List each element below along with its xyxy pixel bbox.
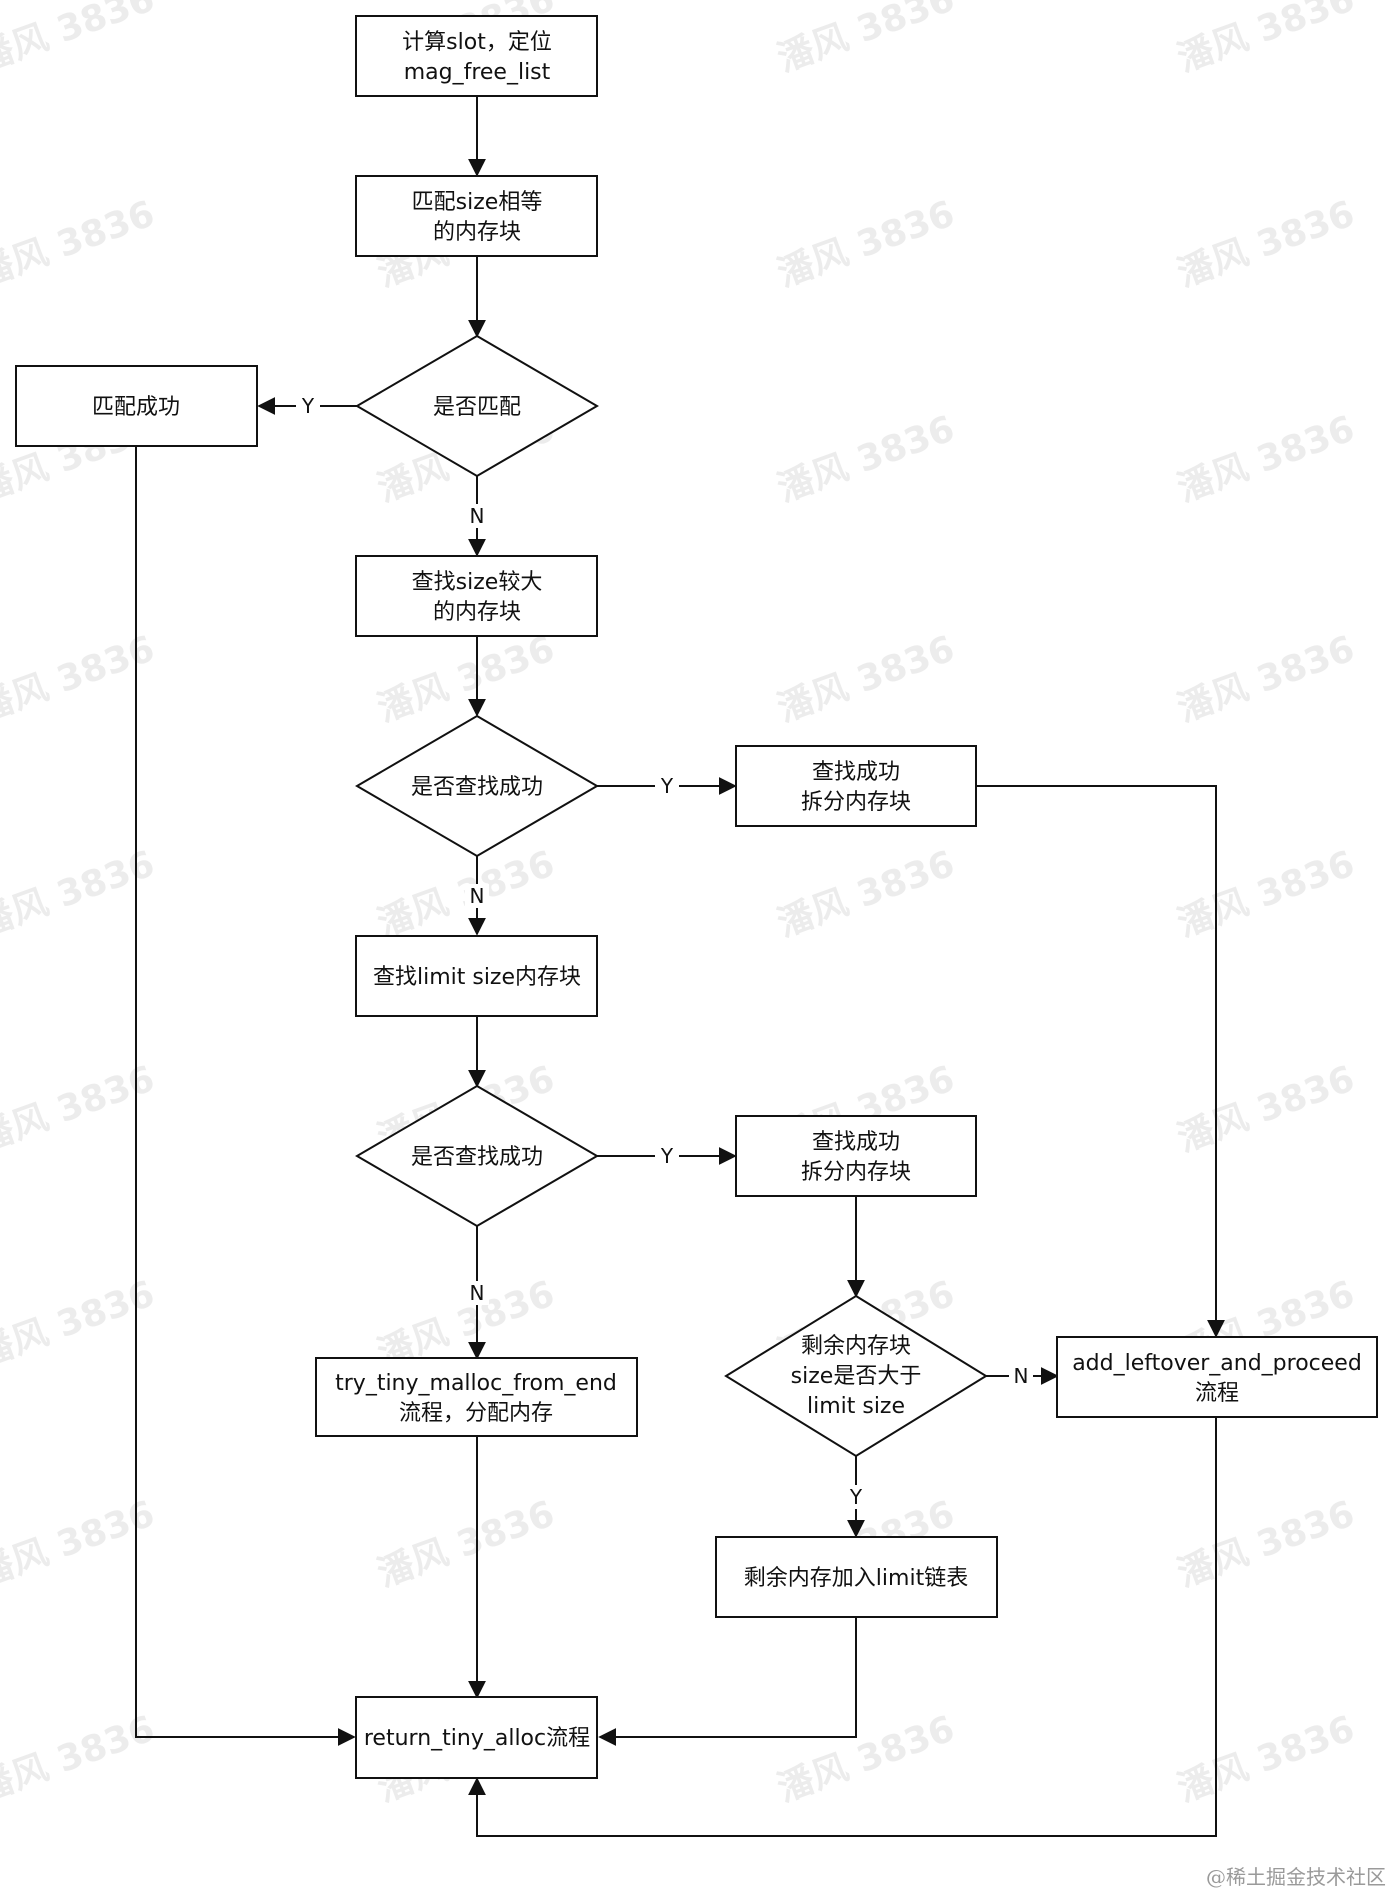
- node-split-2: [735, 1115, 977, 1197]
- node-find-limit: [355, 935, 598, 1017]
- label-find-limit-ok: 是否查找成功: [411, 1145, 543, 1170]
- node-find-limit-ok: [355, 1084, 599, 1228]
- label-add-leftover-l1: add_leftover_and_proceed: [1072, 1351, 1362, 1376]
- footer-credit: @稀土掘金技术社区: [1206, 1865, 1386, 1889]
- label-split-2-l2: 拆分内存块: [801, 1160, 911, 1185]
- label-find-larger-l1: 查找size较大: [412, 570, 543, 595]
- label-try-from-end-l2: 流程，分配内存: [399, 1401, 553, 1426]
- watermark-text: 潘风 3836: [772, 843, 960, 945]
- watermark-layer: 潘风 3836 潘风 3836 潘风 3836 潘风 3836 潘风 3836 潘风 38…: [0, 0, 1360, 1810]
- label-find-larger-no: N: [470, 884, 485, 908]
- watermark-text: 潘风 3836: [772, 0, 960, 80]
- label-split-2-l1: 查找成功: [812, 1130, 900, 1155]
- label-remaining-l1: 剩余内存块: [801, 1334, 911, 1359]
- node-is-match: [355, 334, 599, 478]
- watermark-text: 潘风 3836: [1172, 193, 1360, 295]
- watermark-text: 潘风 3836: [372, 628, 560, 730]
- label-find-larger-ok: 是否查找成功: [411, 775, 543, 800]
- node-find-larger: [355, 555, 598, 637]
- label-calc-slot-l1: 计算slot，定位: [402, 30, 552, 55]
- label-find-limit-no: N: [470, 1281, 485, 1305]
- node-return-tiny: [355, 1696, 598, 1779]
- watermark-text: 潘风 3836: [772, 628, 960, 730]
- watermark-text: 潘风 3836: [1172, 843, 1360, 945]
- node-match-success: [15, 365, 258, 447]
- edge-add-limit-to-return: [598, 1616, 857, 1746]
- label-remaining-l3: limit size: [807, 1394, 905, 1419]
- label-find-larger-yes: Y: [660, 774, 674, 798]
- label-remaining-yes: Y: [849, 1485, 863, 1509]
- edge-split1-to-add-leftover: [975, 785, 1225, 1338]
- node-find-larger-ok: [355, 714, 599, 858]
- label-is-match: 是否匹配: [433, 395, 521, 420]
- label-remaining-l2: size是否大于: [791, 1364, 922, 1389]
- watermark-text: 潘风 3836: [1172, 1058, 1360, 1160]
- watermark-text: 潘风 3836: [1172, 0, 1360, 80]
- node-calc-slot: [355, 15, 598, 97]
- label-remaining-no: N: [1014, 1364, 1029, 1388]
- label-try-from-end-l1: try_tiny_malloc_from_end: [335, 1371, 617, 1396]
- label-match-equal-l1: 匹配size相等: [412, 190, 543, 215]
- label-return-tiny: return_tiny_alloc流程: [364, 1726, 590, 1751]
- watermark-text: 潘风 3836: [772, 1708, 960, 1810]
- label-add-leftover-l2: 流程: [1195, 1381, 1239, 1406]
- label-match-success: 匹配成功: [92, 395, 180, 420]
- watermark-text: 潘风 3836: [772, 408, 960, 510]
- watermark-text: 潘风 3836: [1172, 628, 1360, 730]
- label-match-equal-l2: 的内存块: [433, 220, 521, 245]
- watermark-text: 潘风 3836: [1172, 1493, 1360, 1595]
- label-add-to-limit: 剩余内存加入limit链表: [744, 1566, 968, 1591]
- watermark-text: 潘风 3836: [772, 193, 960, 295]
- node-add-to-limit: [715, 1536, 998, 1618]
- edge-add-leftover-to-return: [468, 1416, 1217, 1837]
- watermark-text: 潘风 3836: [1172, 1708, 1360, 1810]
- node-split-1: [735, 745, 977, 827]
- label-is-match-yes: Y: [301, 394, 315, 418]
- watermark-text: 潘风 3836: [1172, 408, 1360, 510]
- watermark-text: 潘风 3836: [0, 0, 160, 80]
- label-find-limit-yes: Y: [660, 1144, 674, 1168]
- watermark-text: 潘风 3836: [0, 193, 160, 295]
- label-split-1-l1: 查找成功: [812, 760, 900, 785]
- label-is-match-no: N: [470, 504, 485, 528]
- label-calc-slot-l2: mag_free_list: [404, 60, 551, 85]
- label-find-larger-l2: 的内存块: [433, 600, 521, 625]
- watermark-text: 潘风 3836: [372, 1493, 560, 1595]
- label-find-limit: 查找limit size内存块: [373, 965, 581, 990]
- node-add-leftover: [1056, 1336, 1378, 1418]
- node-remaining-check: [724, 1294, 988, 1458]
- label-split-1-l2: 拆分内存块: [801, 790, 911, 815]
- edge-match-success-to-return: [135, 446, 356, 1746]
- node-try-from-end: [315, 1357, 638, 1437]
- node-match-equal: [355, 175, 598, 257]
